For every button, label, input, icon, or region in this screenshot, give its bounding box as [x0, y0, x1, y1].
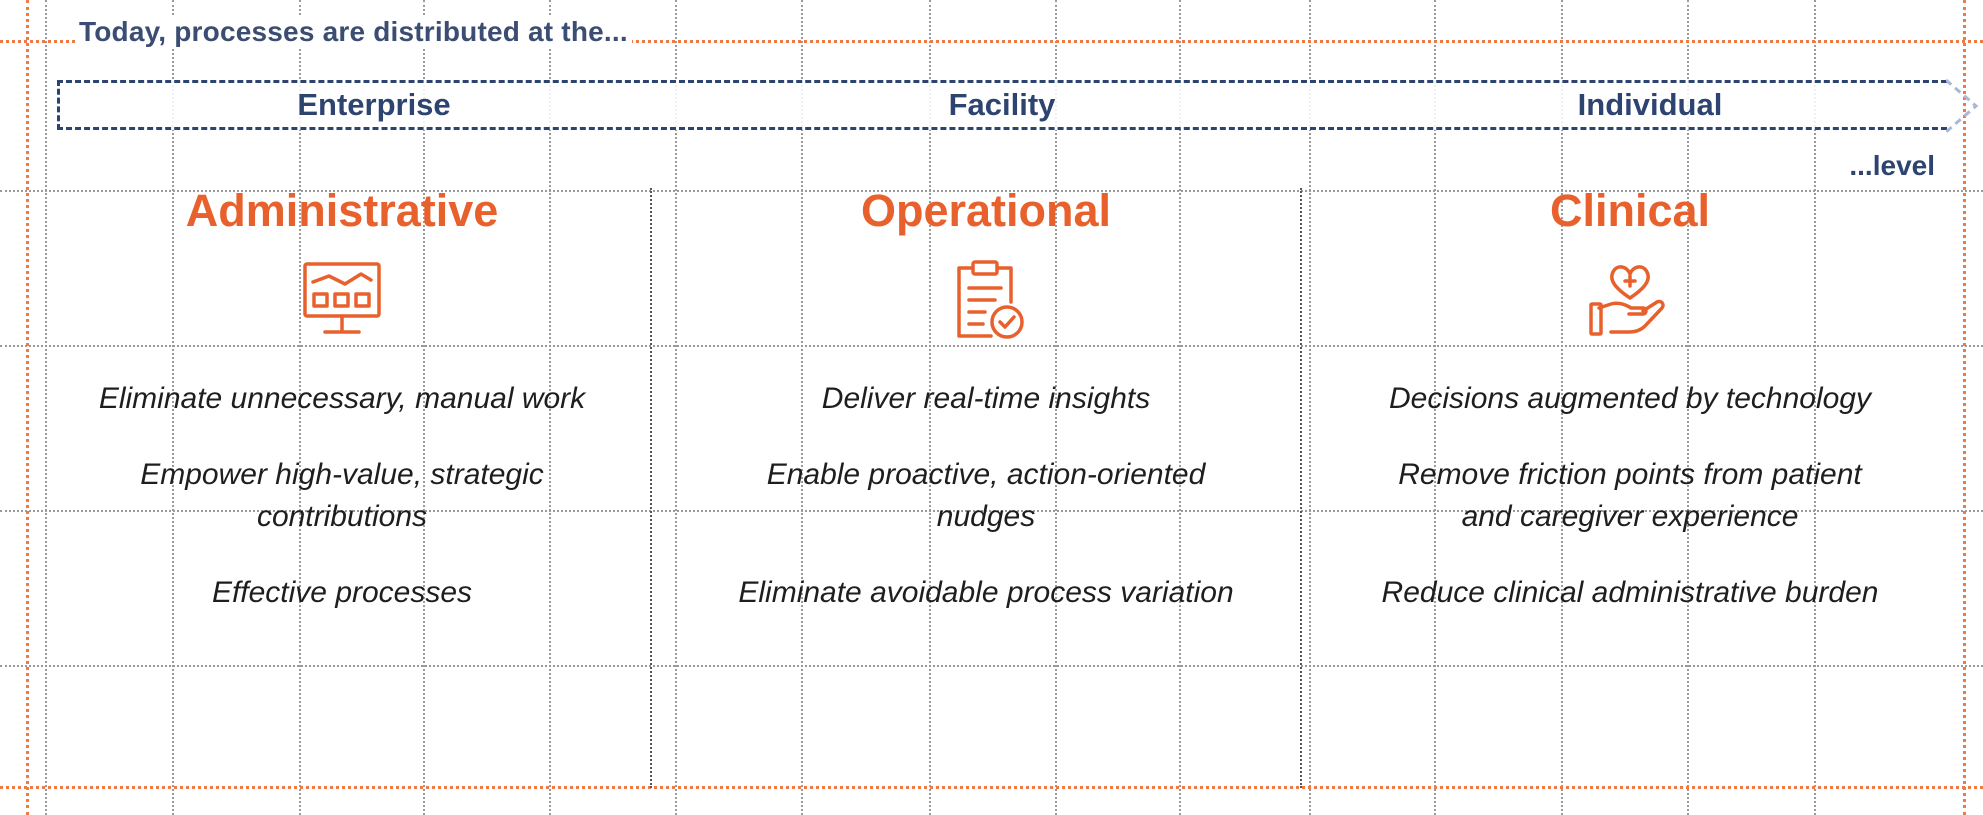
heart-hand-icon — [1589, 265, 1665, 336]
arrow-head-icon — [1946, 78, 1979, 134]
column-title: Clinical — [1549, 185, 1711, 236]
list-item: Enable proactive, action-oriented nudges — [766, 458, 1206, 533]
level-individual: Individual — [1577, 87, 1723, 122]
list-item: Reduce clinical administrative burden — [1381, 576, 1879, 609]
level-facility: Facility — [948, 87, 1056, 122]
list-item: Deliver real-time insights — [821, 382, 1151, 415]
level-scale-bar: Enterprise Facility Individual — [57, 80, 1947, 130]
column-title: Operational — [860, 185, 1112, 236]
column-title: Administrative — [185, 185, 499, 236]
column-divider — [1300, 188, 1302, 788]
column-divider — [650, 188, 652, 788]
list-item: Empower high-value, strategic contributi… — [140, 458, 544, 533]
list-item: Eliminate avoidable process variation — [738, 576, 1234, 609]
level-enterprise: Enterprise — [297, 87, 451, 122]
list-item: Effective processes — [211, 576, 473, 609]
column-administrative: Administrative Eliminate unnecessary, ma… — [62, 180, 622, 648]
column-operational: Operational Deliver real-time insights E… — [706, 180, 1266, 648]
monitor-dashboard-icon — [303, 262, 381, 334]
clipboard-check-icon — [957, 260, 1024, 339]
column-clinical: Clinical Decisions augmented by technolo… — [1350, 180, 1910, 648]
list-item: Eliminate unnecessary, manual work — [98, 382, 586, 415]
list-item: Decisions augmented by technology — [1389, 382, 1871, 415]
list-item: Remove friction points from patient and … — [1398, 458, 1862, 533]
level-suffix: ...level — [1847, 150, 1937, 182]
headline: Today, processes are distributed at the.… — [75, 16, 632, 48]
